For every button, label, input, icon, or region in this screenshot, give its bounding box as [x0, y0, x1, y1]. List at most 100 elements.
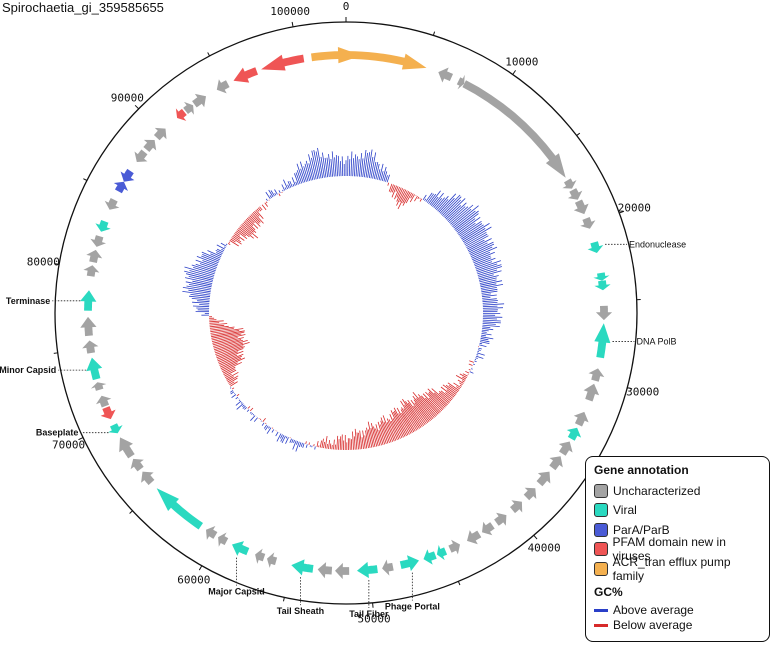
gc-bar-below — [370, 423, 378, 447]
gene-arrow-uncharacterized — [90, 382, 107, 391]
gc-bar-below — [213, 339, 242, 347]
gc-bar-above — [340, 161, 342, 177]
gc-bar-above — [225, 243, 228, 246]
gc-bar-above — [268, 426, 270, 429]
gc-bar-above — [476, 264, 502, 273]
gc-bar-above — [368, 156, 374, 179]
gc-bar-below — [446, 389, 456, 397]
gc-bar-below — [333, 439, 335, 450]
gc-bar-above — [296, 170, 303, 184]
gc-bar-above — [188, 276, 213, 283]
gene-arrow-viral — [593, 272, 610, 281]
gc-bar-below — [375, 428, 381, 446]
gc-bar-above — [355, 156, 358, 177]
gc-bar-above — [220, 242, 227, 247]
gc-bar-above — [476, 263, 498, 272]
gc-bar-below — [215, 346, 245, 357]
gc-bar-below — [212, 337, 244, 346]
gc-bar-above — [481, 290, 498, 294]
gc-bar-above — [236, 403, 244, 410]
gc-bar-below — [210, 326, 235, 331]
gc-bar-above — [478, 274, 494, 280]
gc-bar-above — [482, 302, 498, 304]
gc-bar-above — [482, 328, 494, 331]
annotation-label: Phage Portal — [385, 602, 440, 612]
gc-bar-below — [391, 185, 397, 198]
gc-bar-above — [469, 241, 494, 254]
gc-bar-below — [440, 390, 453, 401]
gc-bar-above — [482, 316, 503, 318]
gc-bar-above — [465, 233, 488, 247]
gc-bar-above — [300, 168, 306, 183]
gc-bar-below — [438, 390, 452, 402]
gc-bar-above — [461, 224, 484, 240]
gene-arrow-viral — [156, 488, 203, 530]
gc-bar-below — [215, 345, 244, 355]
gc-bar-below — [428, 391, 446, 408]
gc-bar-below — [227, 242, 231, 245]
gc-bar-below — [447, 382, 460, 391]
gc-bar-below — [218, 353, 244, 365]
gc-bar-above — [462, 228, 486, 243]
gc-bar-above — [425, 192, 433, 202]
gc-bar-above — [482, 326, 491, 328]
gc-bar-below — [212, 337, 238, 344]
gc-bar-below — [209, 322, 220, 324]
gc-bar-above — [292, 440, 297, 450]
gene-arrow-uncharacterized — [86, 249, 103, 263]
gc-bar-above — [475, 357, 478, 359]
gene-arrow-uncharacterized — [143, 139, 157, 152]
gc-bar-above — [362, 149, 367, 178]
gc-bar-below — [440, 386, 455, 398]
gc-bar-below — [410, 399, 429, 424]
gc-bar-below — [401, 412, 413, 433]
gc-bar-above — [482, 324, 500, 327]
gc-bar-above — [458, 222, 476, 236]
gc-bar-above — [192, 305, 210, 308]
gc-bar-below — [418, 396, 437, 417]
gc-bar-above — [372, 161, 377, 179]
gc-bar-below — [388, 419, 398, 441]
gc-bar-above — [470, 243, 495, 256]
gc-bar-below — [390, 184, 394, 193]
gc-bar-above — [280, 435, 285, 442]
gc-bar-below — [249, 407, 254, 412]
gc-bar-below — [362, 430, 366, 449]
gene-arrow-uncharacterized — [456, 74, 465, 90]
gc-bar-below — [233, 234, 241, 240]
gc-bar-below — [210, 328, 234, 333]
gc-bar-below — [230, 238, 236, 243]
gc-bar-below — [216, 351, 239, 360]
gc-bar-below — [400, 400, 419, 430]
gc-bar-below — [209, 320, 224, 323]
gc-bar-above — [252, 414, 255, 416]
gc-bar-above — [215, 249, 223, 254]
gc-bar-below — [462, 373, 468, 377]
gc-bar-below — [370, 427, 376, 447]
gc-bar-above — [184, 266, 215, 276]
gene-arrow-viral — [587, 241, 604, 253]
legend-gc-title: GC% — [594, 584, 623, 599]
minor-tick-mark — [129, 510, 133, 514]
gc-bar-below — [321, 438, 324, 448]
gc-bar-below — [356, 432, 359, 450]
gc-bar-above — [466, 235, 489, 249]
gc-bar-below — [239, 226, 254, 239]
gc-bar-below — [396, 188, 404, 202]
gc-bar-above — [186, 273, 214, 281]
gc-bar-above — [295, 172, 301, 185]
legend-item-parab: ParA/ParB — [594, 520, 761, 540]
gc-bar-above — [479, 279, 497, 284]
gc-bar-below — [407, 399, 426, 426]
gc-bar-below — [386, 421, 395, 442]
gc-bar-above — [223, 246, 226, 249]
gc-bar-below — [219, 355, 242, 366]
gc-bar-above — [184, 270, 214, 280]
gc-bar-above — [199, 263, 217, 270]
gene-track — [80, 47, 613, 580]
gene-arrow-viral — [566, 427, 582, 441]
gc-bar-below — [246, 217, 259, 229]
gc-bar-above — [265, 191, 271, 200]
gc-bar-below — [465, 370, 470, 374]
gene-arrow-uncharacterized — [317, 562, 333, 579]
